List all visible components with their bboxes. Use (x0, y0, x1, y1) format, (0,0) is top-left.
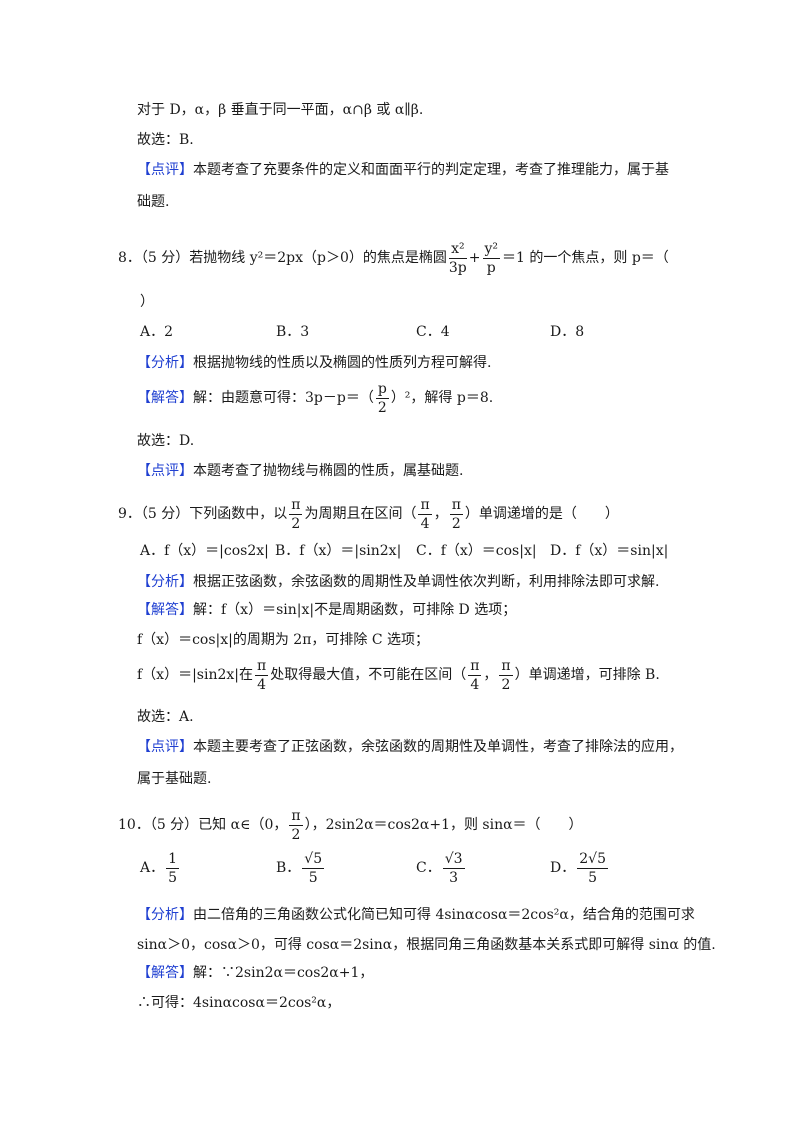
analysis-text: 由二倍角的三角函数公式化简已知可得 4sinαcosα＝2cos²α，结合角的范… (193, 907, 695, 923)
q7-comment-cont: 础题. (137, 194, 170, 210)
option-d: D．f（x）＝sin|x| (550, 543, 669, 559)
q10-analysis-cont: sinα＞0，cosα＞0，可得 cosα＝2sinα，根据同角三角函数基本关系… (137, 937, 716, 953)
question-score: （5 分） (140, 250, 190, 266)
q9-analysis: 【分析】根据正弦函数，余弦函数的周期性及单调性依次判断，利用排除法即可求解. (137, 572, 659, 592)
q9-comment-cont: 属于基础题. (137, 771, 212, 787)
q9-choice: 故选：A. (137, 709, 194, 725)
question-score: （5 分） (140, 506, 190, 522)
option-c: C．f（x）＝cos|x| (416, 543, 537, 559)
question-number: 9． (118, 506, 141, 522)
comment-text: 本题主要考查了正弦函数，余弦函数的周期性及单调性，考查了排除法的应用， (193, 739, 683, 755)
question-score: （5 分） (149, 817, 199, 833)
q9-comment: 【点评】本题主要考查了正弦函数，余弦函数的周期性及单调性，考查了排除法的应用， (137, 737, 683, 757)
analysis-tag: 【分析】 (137, 907, 193, 923)
comment-tag: 【点评】 (137, 162, 193, 178)
comment-tag: 【点评】 (137, 463, 193, 479)
comment-text: 本题考查了充要条件的定义和面面平行的判定定理，考查了推理能力，属于基 (193, 162, 669, 178)
comment-tag: 【点评】 (137, 739, 193, 755)
analysis-tag: 【分析】 (137, 574, 193, 590)
q10-analysis: 【分析】由二倍角的三角函数公式化简已知可得 4sinαcosα＝2cos²α，结… (137, 905, 695, 925)
option-a: A．f（x）＝|cos2x| (140, 543, 269, 559)
stem-text: 若抛物线 y²＝2px（p＞0）的焦点是椭圆 (189, 250, 447, 266)
answer-tag: 【解答】 (137, 390, 193, 406)
stem-text: ＝1 的一个焦点，则 p＝（ (502, 250, 669, 266)
option-b: B．f（x）＝|sin2x| (275, 543, 402, 559)
q7-line: 对于 D，α，β 垂直于同一平面，α∩β 或 α∥β. (137, 102, 424, 118)
option-b: B．3 (276, 324, 310, 340)
q9-answer-2: f（x）＝cos|x|的周期为 2π，可排除 C 选项； (137, 632, 430, 648)
analysis-text: 根据抛物线的性质以及椭圆的性质列方程可解得. (193, 355, 492, 371)
q10-answer-1: 【解答】解：∵2sin2α＝cos2α+1， (137, 965, 374, 981)
q8-close-paren: ） (140, 294, 154, 310)
question-number: 8． (118, 250, 141, 266)
comment-text: 本题考查了抛物线与椭圆的性质，属基础题. (193, 463, 464, 479)
answer-tag: 【解答】 (137, 965, 193, 981)
answer-tag: 【解答】 (137, 602, 193, 618)
analysis-tag: 【分析】 (137, 355, 193, 371)
q7-choice: 故选：B. (137, 132, 194, 148)
q10-answer-2: ∴可得：4sinαcosα＝2cos²α， (137, 995, 341, 1011)
analysis-text: 根据正弦函数，余弦函数的周期性及单调性依次判断，利用排除法即可求解. (193, 574, 660, 590)
question-number: 10． (118, 817, 150, 833)
option-c: C．4 (416, 324, 450, 340)
q8-choice: 故选：D. (137, 433, 195, 449)
option-a: A．2 (140, 324, 174, 340)
q8-comment: 【点评】本题考查了抛物线与椭圆的性质，属基础题. (137, 461, 463, 481)
option-d: D．8 (550, 324, 585, 340)
q8-analysis: 【分析】根据抛物线的性质以及椭圆的性质列方程可解得. (137, 353, 491, 373)
q7-comment: 【点评】本题考查了充要条件的定义和面面平行的判定定理，考查了推理能力，属于基 (137, 160, 669, 180)
q9-answer-1: 【解答】解：f（x）＝sin|x|不是周期函数，可排除 D 选项； (137, 602, 517, 618)
